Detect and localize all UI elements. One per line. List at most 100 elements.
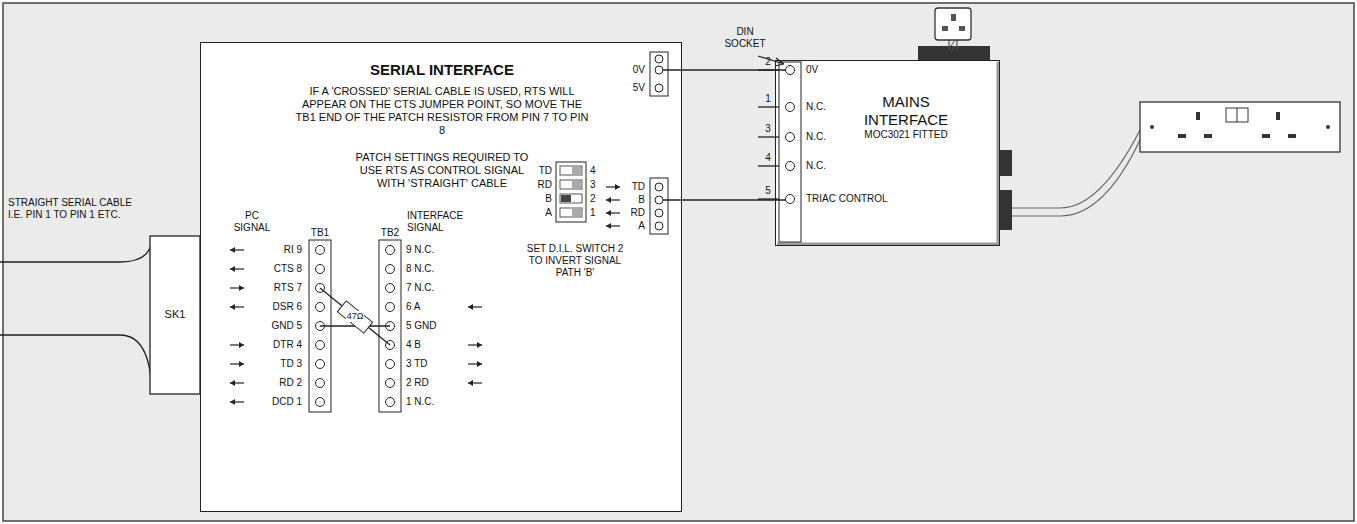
resistor-symbol	[337, 301, 372, 333]
node-text: IF A 'CROSSED' SERIAL CABLE IS USED, RTS…	[292, 85, 592, 137]
label: 1	[590, 207, 596, 219]
mains-plug	[935, 8, 971, 40]
label: N.C.	[806, 101, 826, 113]
label: DSR 6	[273, 301, 302, 313]
arrow-head	[606, 197, 611, 203]
label: 3	[590, 179, 596, 191]
label: 1	[765, 93, 771, 105]
label: B	[545, 193, 552, 205]
board-ground	[200, 42, 682, 512]
label: 0V	[806, 64, 818, 76]
interface-board: SERIAL INTERFACE IF A 'CROSSED' SERIAL CA…	[200, 42, 682, 512]
terminal	[386, 303, 395, 312]
label: RI 9	[284, 244, 302, 256]
label: B	[638, 194, 645, 206]
din-pins	[758, 66, 795, 204]
wire	[663, 69, 682, 71]
box-ground	[775, 60, 1000, 246]
label: 4	[590, 165, 596, 177]
label: DCD 1	[272, 396, 302, 408]
terminal	[655, 222, 663, 230]
terminal	[316, 398, 325, 407]
socket-switch	[1237, 108, 1238, 122]
label: RD 2	[279, 377, 302, 389]
terminal	[386, 284, 395, 293]
arrow-head	[230, 247, 235, 253]
terminal	[655, 66, 663, 74]
terminal	[386, 379, 395, 388]
label: RD	[538, 179, 552, 191]
label: 8 N.C.	[406, 263, 434, 275]
label: 4	[765, 152, 771, 164]
switch-slot	[560, 194, 582, 203]
label: 2 RD	[406, 377, 429, 389]
arrow-head	[239, 342, 244, 348]
label: 3 TD	[406, 358, 428, 370]
signal-arrows	[230, 184, 620, 405]
terminal	[316, 360, 325, 369]
label: 4 B	[406, 339, 421, 351]
arrow-head	[606, 223, 611, 229]
terminal	[316, 265, 325, 274]
switch-slot	[560, 208, 582, 217]
node-text: MOC3021 FITTED	[864, 129, 947, 141]
node-text: SERIAL INTERFACE	[370, 61, 514, 79]
dil-switch-levers	[560, 166, 582, 217]
arrow-head	[477, 342, 482, 348]
plug-cable	[951, 40, 955, 52]
power-terminal	[650, 52, 668, 96]
socket-hole	[1262, 134, 1270, 138]
label: 5	[765, 185, 771, 197]
din-pin	[786, 195, 795, 204]
label: 1 N.C.	[406, 396, 434, 408]
label: N.C.	[806, 131, 826, 143]
label: 47Ω	[346, 311, 365, 322]
arrow-head	[239, 285, 244, 291]
label: DTR 4	[273, 339, 302, 351]
label: TRIAC CONTROL	[806, 193, 888, 205]
label: 6 A	[406, 301, 420, 313]
arrow-head	[468, 304, 473, 310]
terminal	[655, 196, 663, 204]
arrow-head	[230, 266, 235, 272]
cable-gland	[1000, 150, 1012, 176]
wire	[682, 199, 775, 201]
switch-slot	[560, 180, 582, 189]
switch-lever	[561, 195, 571, 202]
wire	[682, 69, 775, 71]
leader-arrow	[758, 56, 784, 66]
label: 0V	[633, 64, 645, 76]
label: RD	[631, 207, 645, 219]
switch-lever	[572, 167, 582, 174]
label: TD	[632, 181, 645, 193]
label: 5 GND	[406, 320, 437, 332]
label: N.C.	[806, 160, 826, 172]
terminal	[316, 341, 325, 350]
din-pin	[786, 103, 795, 112]
label: CTS 8	[274, 263, 302, 275]
wire	[775, 69, 786, 71]
label: STRAIGHT SERIAL CABLE I.E. PIN 1 TO PIN …	[8, 197, 148, 221]
din-pin	[786, 133, 795, 142]
label: INTERFACE SIGNAL	[407, 210, 477, 234]
connector-box: SK1	[150, 236, 200, 394]
switch-lever	[572, 209, 582, 216]
label: TD 3	[280, 358, 302, 370]
plug-pin	[942, 26, 948, 31]
arrow-head	[606, 210, 611, 216]
din-pin	[786, 162, 795, 171]
box-shade	[777, 62, 998, 244]
din-pin	[786, 66, 795, 75]
socket-hole	[1196, 112, 1200, 120]
terminal	[316, 379, 325, 388]
terminal	[655, 183, 663, 191]
socket-cable	[1012, 130, 1140, 216]
cable	[0, 335, 152, 392]
terminal	[386, 246, 395, 255]
node-text: MAINS INTERFACE	[841, 93, 971, 129]
label: PC SIGNAL	[227, 210, 277, 234]
socket-hole	[1178, 134, 1186, 138]
node-text: SK1	[165, 308, 186, 321]
